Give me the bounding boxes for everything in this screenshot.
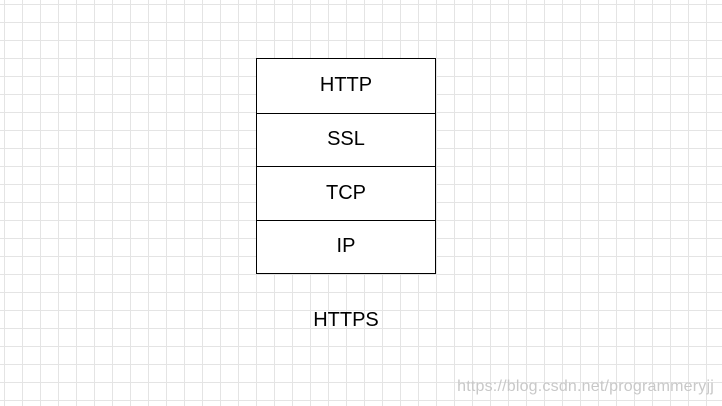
layer-ip-label: IP [336, 235, 356, 258]
layer-ip: IP [257, 219, 435, 274]
layer-tcp-label: TCP [326, 181, 366, 204]
layer-http-label: HTTP [319, 74, 373, 97]
watermark-text: https://blog.csdn.net/programmeryjj [457, 378, 714, 395]
layer-http: HTTP [257, 59, 435, 113]
layer-ssl: SSL [257, 112, 435, 167]
stack-caption: HTTPS [313, 309, 379, 331]
layer-tcp: TCP [257, 166, 435, 220]
protocol-stack: HTTP SSL TCP IP [256, 58, 436, 274]
layer-ssl-label: SSL [327, 128, 365, 151]
